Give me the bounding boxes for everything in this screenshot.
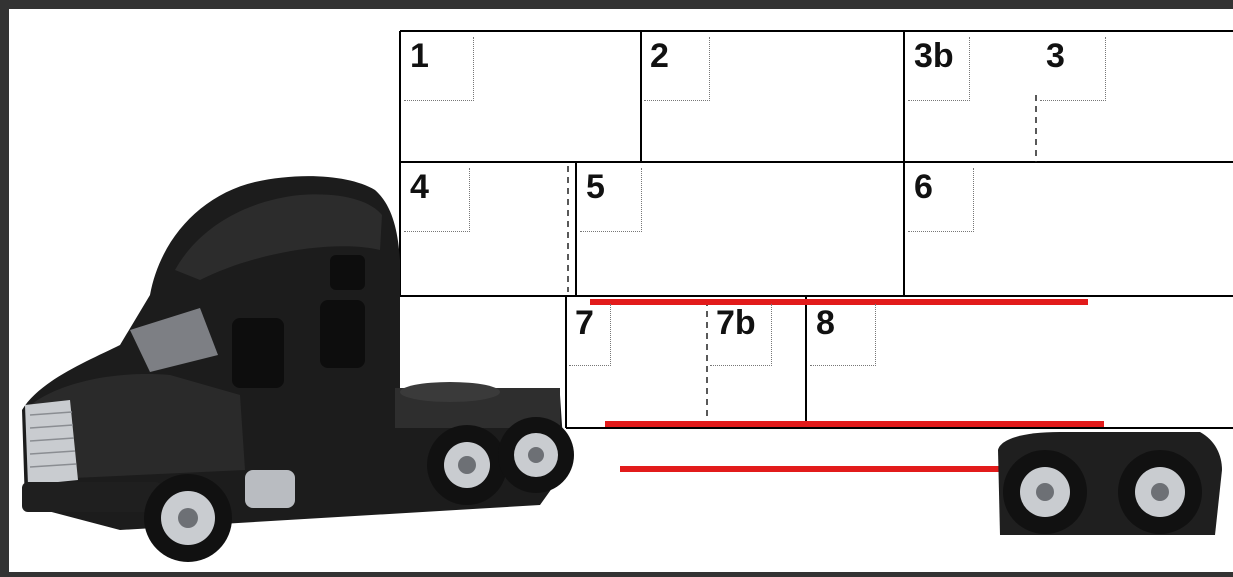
slot-1-label: 1 [404,37,474,101]
trailer-wheel-2 [1118,450,1202,534]
slot-3-label: 3 [1040,37,1106,101]
semi-truck-cab-icon [22,176,574,562]
slot-4-label: 4 [404,168,470,232]
trailer-axle-wheels-icon [998,432,1222,535]
slot-7-label: 7 [569,304,611,366]
slot-8-label: 8 [810,304,876,366]
slot-6-label: 6 [908,168,974,232]
rear-wheel-2 [498,417,574,493]
slot-5-label: 5 [580,168,642,232]
rear-wheel-1 [427,425,507,505]
dashed-dividers [568,95,1036,424]
slot-7b-label: 7b [710,304,772,366]
slot-3b-label: 3b [908,37,970,101]
trailer-grid [400,31,1233,428]
front-wheel [144,474,232,562]
trailer-wheel-1 [1003,450,1087,534]
slot-2-label: 2 [644,37,710,101]
